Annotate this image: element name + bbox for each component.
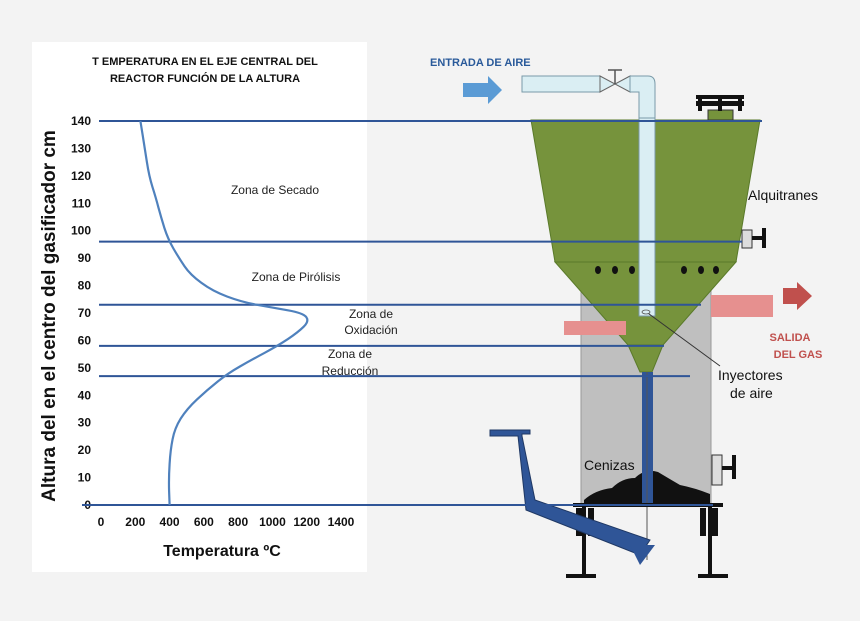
tar-drops xyxy=(595,266,719,274)
y-tick-label: 90 xyxy=(78,251,92,265)
injector-pointer xyxy=(644,310,721,367)
lid-valve-handle xyxy=(718,95,722,111)
temperature-curve-layer xyxy=(139,120,309,506)
air-inlet-arrow-icon xyxy=(463,76,502,104)
cenizas-label: Cenizas xyxy=(584,457,635,473)
y-tick-label: 50 xyxy=(78,361,92,375)
y-tick-label: 30 xyxy=(78,416,92,430)
y-tick-label: 110 xyxy=(72,196,92,210)
ash-valve xyxy=(711,454,723,486)
y-axis-title: Altura del en el centro del gasificador … xyxy=(39,130,60,502)
ash-chute xyxy=(489,429,651,556)
zone-reduccion-label-1: Zona de xyxy=(328,347,372,361)
gas-outlet-arrow-icon xyxy=(783,282,812,310)
y-tick-label: 120 xyxy=(71,169,91,183)
y-tick-label: 10 xyxy=(78,471,92,485)
salida-gas-label-1: SALIDA xyxy=(770,332,811,344)
x-tick-label: 0 xyxy=(98,515,105,529)
x-tick-label: 800 xyxy=(228,515,248,529)
y-tick-label: 100 xyxy=(71,224,91,238)
y-tick-label: 20 xyxy=(78,443,92,457)
y-tick-label: 130 xyxy=(71,141,91,155)
x-tick-labels: 0 200 400 600 800 1000 1200 1400 xyxy=(98,515,355,529)
zone-reduccion-label-2: Reducción xyxy=(322,364,379,378)
chart-title-line1: T EMPERATURA EN EL EJE CENTRAL DEL xyxy=(92,56,318,68)
x-tick-label: 1400 xyxy=(328,515,355,529)
temperature-curve xyxy=(139,120,309,506)
y-tick-label: 140 xyxy=(71,114,91,128)
salida-gas-label-2: DEL GAS xyxy=(774,349,823,361)
y-tick-labels: 0102030405060708090100110120130140 xyxy=(71,114,91,512)
x-tick-label: 200 xyxy=(125,515,145,529)
zone-oxidacion-label-1: Zona de xyxy=(349,307,393,321)
alquitranes-label: Alquitranes xyxy=(748,187,818,203)
y-tick-label: 40 xyxy=(78,388,92,402)
injector-pipe xyxy=(564,321,626,335)
y-tick-label: 60 xyxy=(78,333,92,347)
lid-neck xyxy=(707,109,734,121)
gas-outlet-pipe xyxy=(711,295,773,317)
y-tick-label: 70 xyxy=(78,306,92,320)
inyectores-label-2: de aire xyxy=(730,385,773,401)
x-tick-label: 1000 xyxy=(259,515,286,529)
zone-secado-label: Zona de Secado xyxy=(231,183,319,197)
y-tick-label: 80 xyxy=(78,279,92,293)
zone-pirolisis-label: Zona de Pirólisis xyxy=(252,270,341,284)
x-axis-title: Temperatura ºC xyxy=(163,543,281,560)
central-air-tube xyxy=(638,117,656,317)
zone-lines xyxy=(82,120,762,506)
chart-panel xyxy=(32,42,367,572)
x-tick-label: 400 xyxy=(160,515,180,529)
x-tick-label: 1200 xyxy=(293,515,320,529)
x-tick-label: 600 xyxy=(194,515,214,529)
air-inlet-pipe xyxy=(521,75,601,93)
tar-valve xyxy=(741,229,753,249)
entrada-aire-label: ENTRADA DE AIRE xyxy=(430,57,531,69)
zone-oxidacion-label-2: Oxidación xyxy=(344,323,397,337)
air-valve-icon xyxy=(613,75,631,93)
chart-title-line2: REACTOR FUNCIÓN DE LA ALTURA xyxy=(110,72,300,85)
inyectores-label-1: Inyectores xyxy=(718,367,783,383)
